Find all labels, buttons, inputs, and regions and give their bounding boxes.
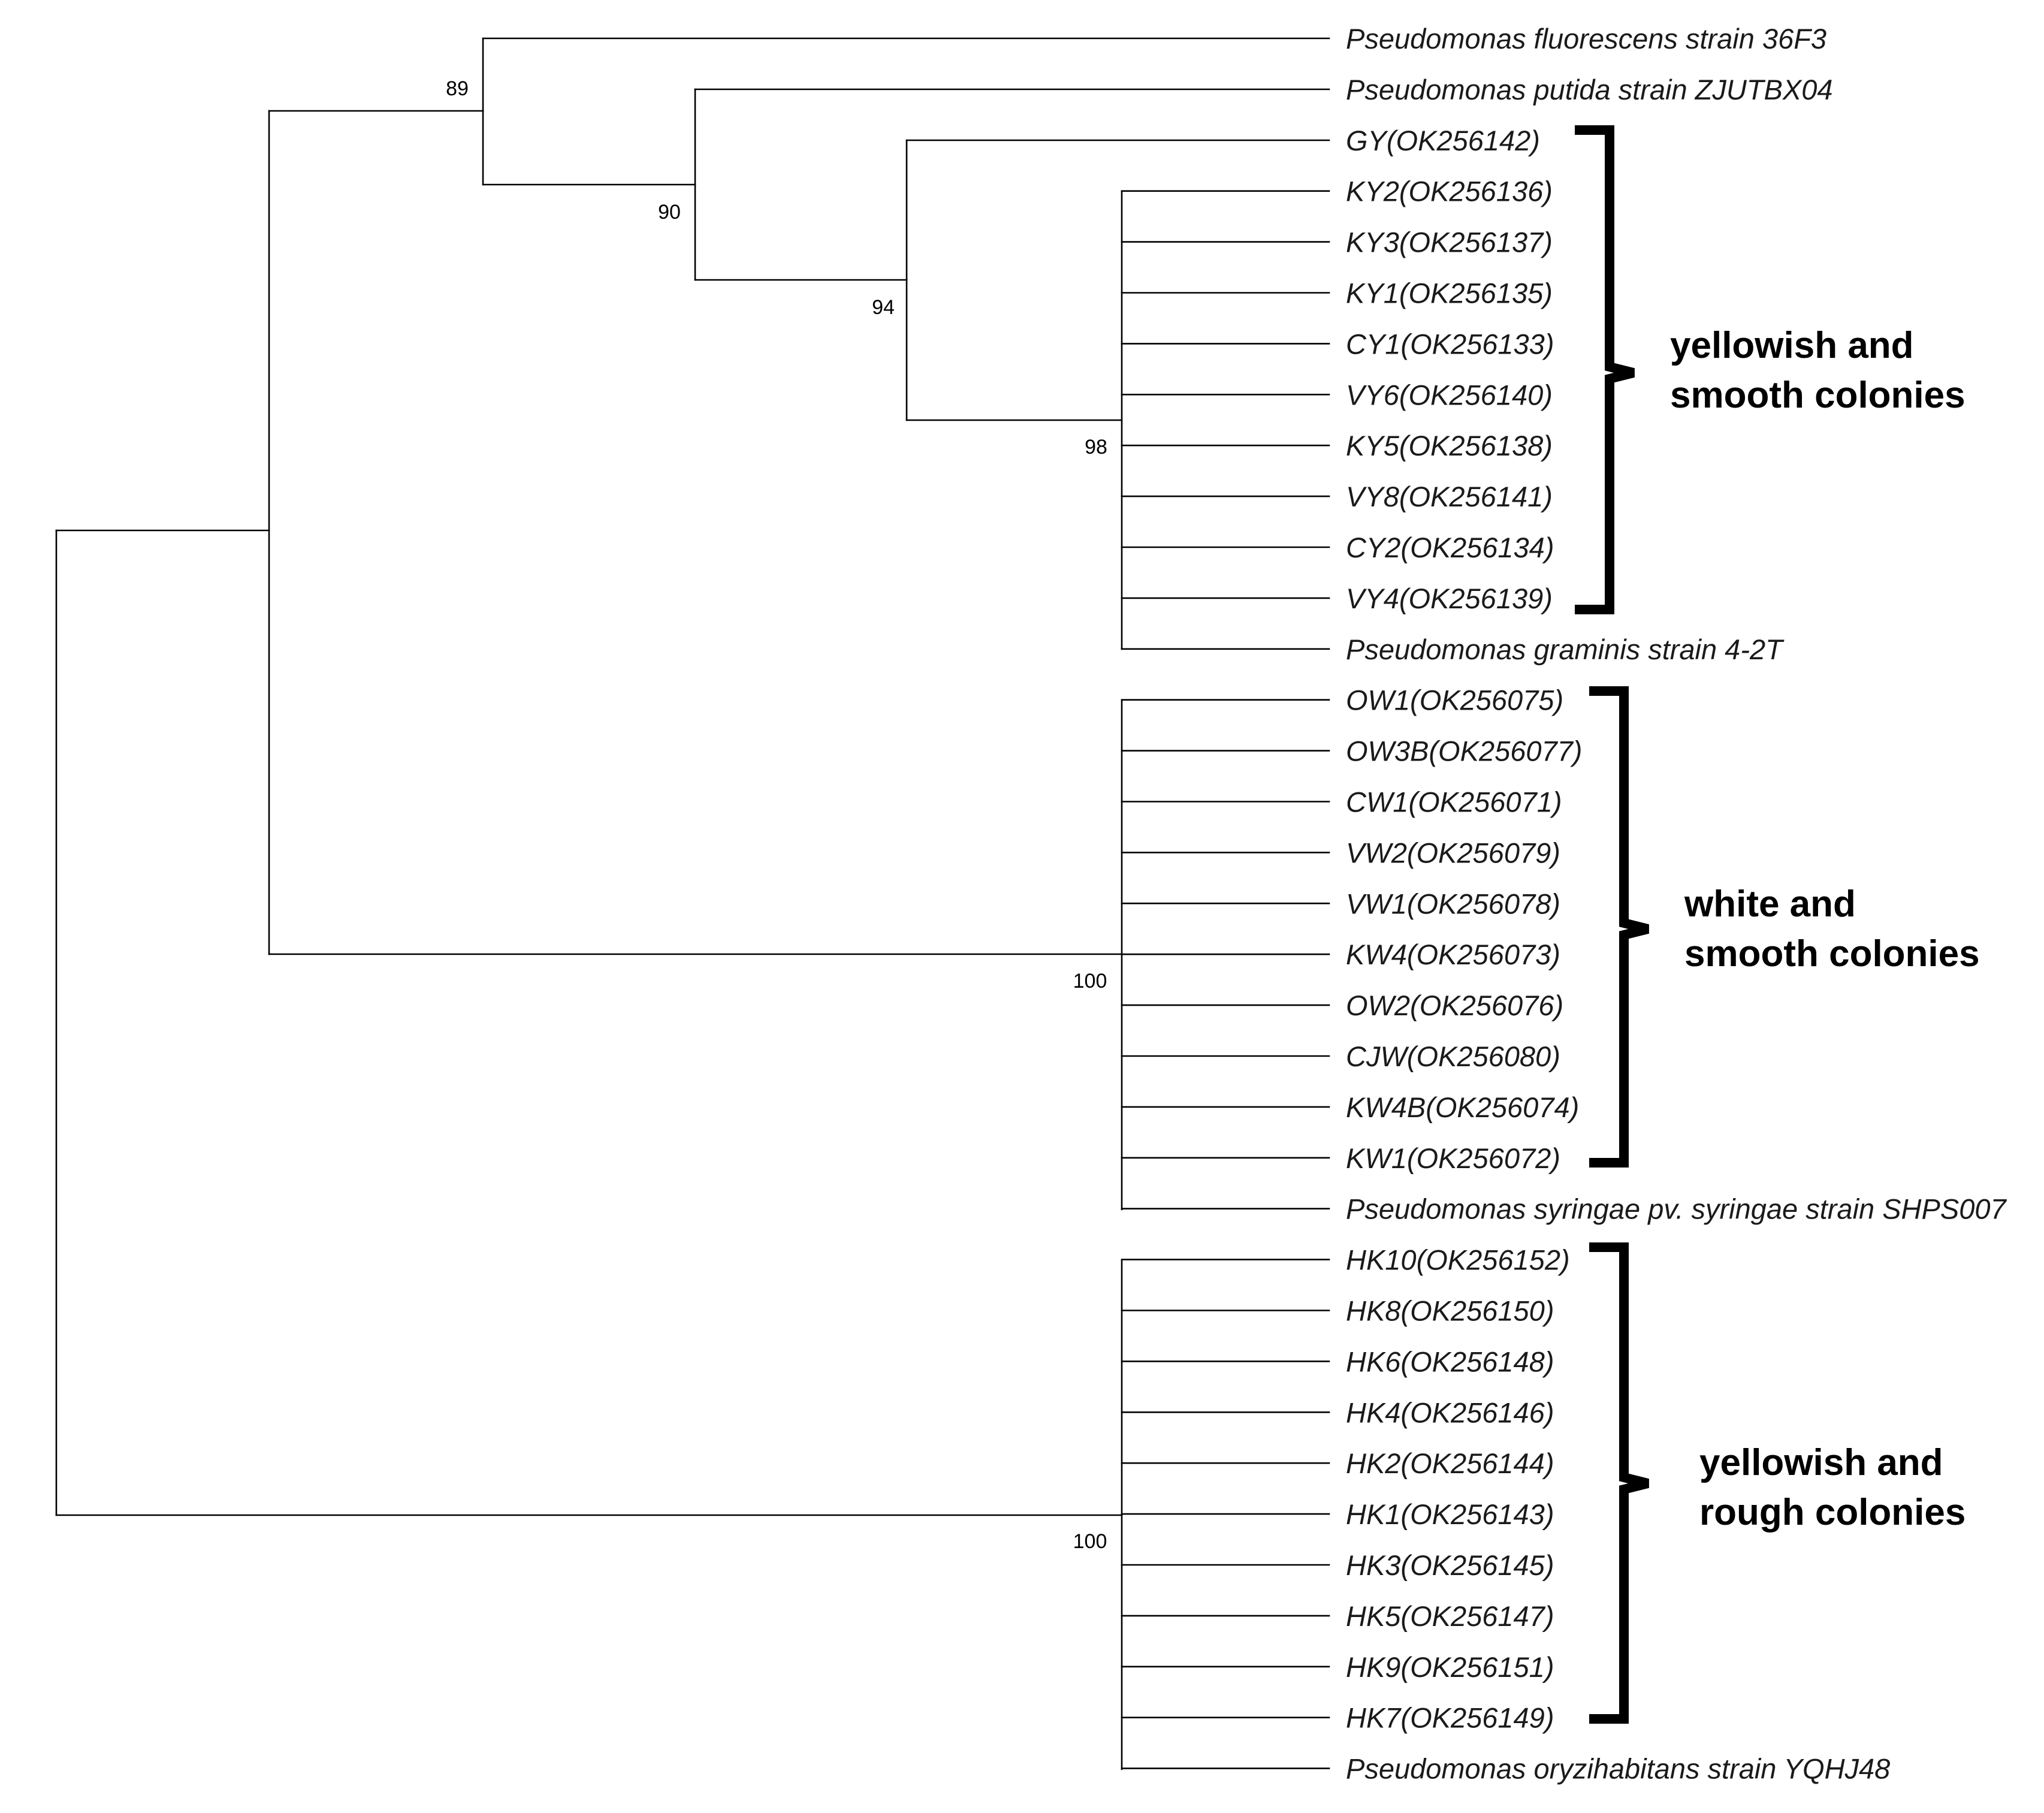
- yellowish-rough-bracket: [1589, 1242, 1649, 1724]
- leaf-label: HK3(OK256145): [1346, 1549, 1554, 1581]
- leaf-label: CY2(OK256134): [1346, 532, 1554, 563]
- leaf-label: VY8(OK256141): [1346, 481, 1553, 512]
- bootstrap-value-yellowish-smooth-clade: 98: [1085, 436, 1107, 458]
- leaf-label: CJW(OK256080): [1346, 1040, 1560, 1072]
- group-brackets: [1575, 125, 1649, 1724]
- leaf-label: VW1(OK256078): [1346, 888, 1560, 919]
- leaf-label: VY4(OK256139): [1346, 583, 1553, 614]
- leaf-label: HK9(OK256151): [1346, 1651, 1554, 1683]
- leaf-label: Pseudomonas oryzihabitans strain YQHJ48: [1346, 1753, 1890, 1785]
- leaf-label: KY2(OK256136): [1346, 176, 1553, 207]
- white-smooth-bracket: [1589, 686, 1649, 1168]
- leaf-label: OW2(OK256076): [1346, 990, 1563, 1021]
- yellowish-smooth-label-line2: smooth colonies: [1670, 375, 1965, 416]
- yellowish-rough-label-line1: yellowish and: [1699, 1442, 1943, 1483]
- leaf-label: HK2(OK256144): [1346, 1447, 1554, 1479]
- bootstrap-value-rough-clade: 100: [1073, 1530, 1107, 1553]
- leaf-label: Pseudomonas fluorescens strain 36F3: [1346, 23, 1826, 55]
- leaf-label: CY1(OK256133): [1346, 328, 1554, 360]
- tree-branches: [55, 37, 1330, 1770]
- clade-leaf-branches: [1121, 190, 1330, 1769]
- leaf-label: HK8(OK256150): [1346, 1295, 1554, 1327]
- leaf-label: OW1(OK256075): [1346, 684, 1563, 716]
- white-smooth-label-line1: white and: [1684, 883, 1856, 925]
- leaf-label: KW1(OK256072): [1346, 1142, 1560, 1174]
- bootstrap-value-putida-node: 90: [658, 201, 681, 224]
- group-labels: yellowish and smooth colonies white and …: [1670, 325, 1980, 1533]
- leaf-label: KY1(OK256135): [1346, 277, 1553, 309]
- leaf-label: Pseudomonas putida strain ZJUTBX04: [1346, 74, 1832, 105]
- yellowish-smooth-label-line1: yellowish and: [1670, 325, 1914, 366]
- leaf-label: VY6(OK256140): [1346, 379, 1553, 411]
- yellowish-smooth-bracket: [1575, 125, 1635, 614]
- leaf-label: KY5(OK256138): [1346, 430, 1553, 461]
- leaf-label: VW2(OK256079): [1346, 837, 1560, 868]
- leaf-label: CW1(OK256071): [1346, 786, 1562, 818]
- leaf-label: Pseudomonas graminis strain 4-2T: [1346, 634, 1785, 665]
- leaf-label: KW4(OK256073): [1346, 939, 1560, 970]
- leaf-label: HK7(OK256149): [1346, 1702, 1554, 1734]
- leaf-label: Pseudomonas syringae pv. syringae strain…: [1346, 1193, 2007, 1225]
- leaf-label: KY3(OK256137): [1346, 227, 1553, 258]
- leaf-label: KW4B(OK256074): [1346, 1091, 1579, 1123]
- leaf-labels: Pseudomonas fluorescens strain 36F3Pseud…: [1346, 23, 2007, 1785]
- bootstrap-value-white-smooth-clade: 100: [1073, 970, 1107, 993]
- leaf-label: HK6(OK256148): [1346, 1346, 1554, 1377]
- leaf-label: HK4(OK256146): [1346, 1396, 1554, 1428]
- yellowish-rough-label-line2: rough colonies: [1699, 1492, 1965, 1533]
- leaf-label: HK5(OK256147): [1346, 1600, 1554, 1632]
- leaf-label: OW3B(OK256077): [1346, 735, 1582, 767]
- bootstrap-value-fluorescens-node: 89: [446, 77, 469, 100]
- leaf-label: HK1(OK256143): [1346, 1498, 1554, 1530]
- bootstrap-value-gy-node: 94: [872, 296, 895, 319]
- leaf-label: HK10(OK256152): [1346, 1244, 1570, 1276]
- leaf-label: GY(OK256142): [1346, 125, 1540, 156]
- white-smooth-label-line2: smooth colonies: [1684, 933, 1980, 975]
- bootstrap-values: 89 90 94 98 100 100: [446, 77, 1107, 1553]
